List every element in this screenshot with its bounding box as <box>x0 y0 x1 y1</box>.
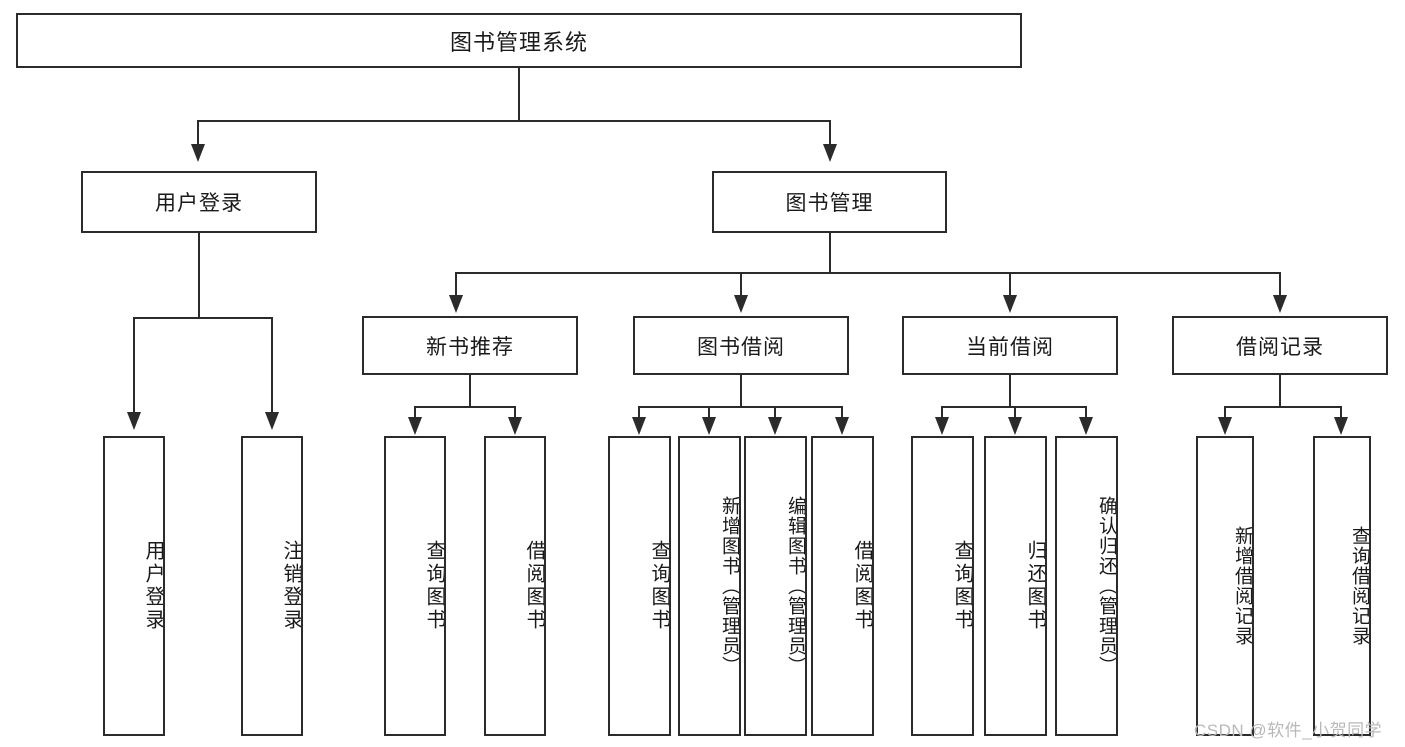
connector-bb-drop-3 <box>774 406 776 418</box>
arrow-to-leaf-query-book-borrow <box>632 417 646 435</box>
connector-br-drop-2 <box>1340 406 1342 418</box>
arrow-to-current-borrow <box>1003 295 1017 313</box>
csdn-watermark: CSDN @软件_小贺同学 <box>1194 721 1383 740</box>
arrow-to-leaf-edit-book-admin <box>768 417 782 435</box>
connector-nbr-bus <box>414 406 516 408</box>
arrow-to-borrow-records <box>1273 295 1287 313</box>
connector-bb-drop-1 <box>638 406 640 418</box>
connector-user-login-stem <box>198 233 200 318</box>
node-current-borrow[interactable]: 当前借阅 <box>902 316 1118 375</box>
connector-nbr-drop-1 <box>414 406 416 418</box>
node-label: 图书借阅 <box>697 335 785 359</box>
leaf-user-login[interactable]: 用户登录 <box>103 436 165 736</box>
connector-br-stem <box>1279 375 1281 407</box>
connector-br-bus <box>1224 406 1342 408</box>
connector-nbr-stem <box>469 375 471 407</box>
arrow-to-leaf-borrow-book <box>835 417 849 435</box>
node-borrow-records[interactable]: 借阅记录 <box>1172 316 1388 375</box>
connector-user-login-drop-1 <box>133 317 135 413</box>
leaf-add-book-admin[interactable]: 新增图书（管理员） <box>678 436 741 736</box>
connector-cb-drop-1 <box>941 406 943 418</box>
leaf-query-book-current[interactable]: 查询图书 <box>911 436 974 736</box>
connector-br-drop-1 <box>1224 406 1226 418</box>
node-book-borrow[interactable]: 图书借阅 <box>633 316 849 375</box>
leaf-label: 新增图书（管理员） <box>719 496 740 676</box>
leaf-query-borrow-record[interactable]: 查询借阅记录 <box>1313 436 1371 736</box>
leaf-confirm-return-admin[interactable]: 确认归还（管理员） <box>1055 436 1118 736</box>
node-label: 新书推荐 <box>426 335 514 359</box>
arrow-to-leaf-logout <box>265 412 279 430</box>
leaf-logout[interactable]: 注销登录 <box>241 436 303 736</box>
connector-bm-drop-2 <box>740 272 742 296</box>
connector-root-bus <box>197 120 831 122</box>
node-new-book-recommend[interactable]: 新书推荐 <box>362 316 578 375</box>
connector-user-login-drop-2 <box>271 317 273 413</box>
connector-bb-drop-4 <box>841 406 843 418</box>
leaf-add-borrow-record[interactable]: 新增借阅记录 <box>1196 436 1254 736</box>
connector-bm-drop-1 <box>455 272 457 296</box>
arrow-to-leaf-query-book-current <box>935 417 949 435</box>
leaf-label: 查询图书 <box>648 540 670 632</box>
node-label: 图书管理系统 <box>449 29 588 55</box>
node-user-login[interactable]: 用户登录 <box>81 171 317 233</box>
leaf-label: 借阅图书 <box>523 540 545 632</box>
leaf-return-book[interactable]: 归还图书 <box>984 436 1047 736</box>
connector-cb-drop-2 <box>1014 406 1016 418</box>
connector-root-drop-right <box>829 120 831 145</box>
arrow-to-book-management <box>823 144 837 162</box>
leaf-query-book-borrow[interactable]: 查询图书 <box>608 436 671 736</box>
leaf-label: 编辑图书（管理员） <box>785 496 806 676</box>
connector-bb-drop-2 <box>708 406 710 418</box>
leaf-borrow-book-recommend[interactable]: 借阅图书 <box>484 436 546 736</box>
node-root-system[interactable]: 图书管理系统 <box>16 13 1022 68</box>
node-label: 图书管理 <box>785 192 874 215</box>
arrow-to-leaf-query-borrow-record <box>1334 417 1348 435</box>
connector-book-management-bus <box>455 272 1281 274</box>
connector-book-management-stem <box>829 233 831 273</box>
leaf-label: 查询图书 <box>423 540 445 632</box>
connector-root-drop-left <box>197 120 199 145</box>
connector-user-login-bus <box>133 317 273 319</box>
leaf-borrow-book[interactable]: 借阅图书 <box>811 436 874 736</box>
arrow-to-book-borrow <box>734 295 748 313</box>
connector-root-stem <box>518 68 520 121</box>
leaf-label: 注销登录 <box>280 540 302 632</box>
arrow-to-leaf-query-book-recommend <box>408 417 422 435</box>
arrow-to-new-book-recommend <box>449 295 463 313</box>
arrow-to-leaf-borrow-book-recommend <box>508 417 522 435</box>
connector-nbr-drop-2 <box>514 406 516 418</box>
leaf-label: 确认归还（管理员） <box>1096 496 1117 676</box>
node-book-management[interactable]: 图书管理 <box>712 171 947 233</box>
connector-bm-drop-3 <box>1009 272 1011 296</box>
connector-bb-bus <box>638 406 843 408</box>
leaf-query-book-recommend[interactable]: 查询图书 <box>384 436 446 736</box>
node-label: 当前借阅 <box>966 335 1054 359</box>
node-label: 借阅记录 <box>1236 335 1324 359</box>
leaf-label: 借阅图书 <box>851 540 873 632</box>
arrow-to-leaf-return-book <box>1008 417 1022 435</box>
arrow-to-leaf-add-book-admin <box>702 417 716 435</box>
connector-cb-stem <box>1009 375 1011 407</box>
connector-cb-drop-3 <box>1085 406 1087 418</box>
connector-bm-drop-4 <box>1279 272 1281 296</box>
leaf-edit-book-admin[interactable]: 编辑图书（管理员） <box>744 436 807 736</box>
arrow-to-leaf-user-login <box>127 412 141 430</box>
node-label: 用户登录 <box>155 192 243 215</box>
leaf-label: 查询图书 <box>951 540 973 632</box>
arrow-to-leaf-confirm-return-admin <box>1079 417 1093 435</box>
leaf-label: 新增借阅记录 <box>1232 526 1253 646</box>
connector-bb-stem <box>740 375 742 407</box>
arrow-to-user-login <box>191 144 205 162</box>
leaf-label: 用户登录 <box>142 540 164 632</box>
leaf-label: 查询借阅记录 <box>1349 526 1370 646</box>
arrow-to-leaf-add-borrow-record <box>1218 417 1232 435</box>
leaf-label: 归还图书 <box>1024 540 1046 632</box>
